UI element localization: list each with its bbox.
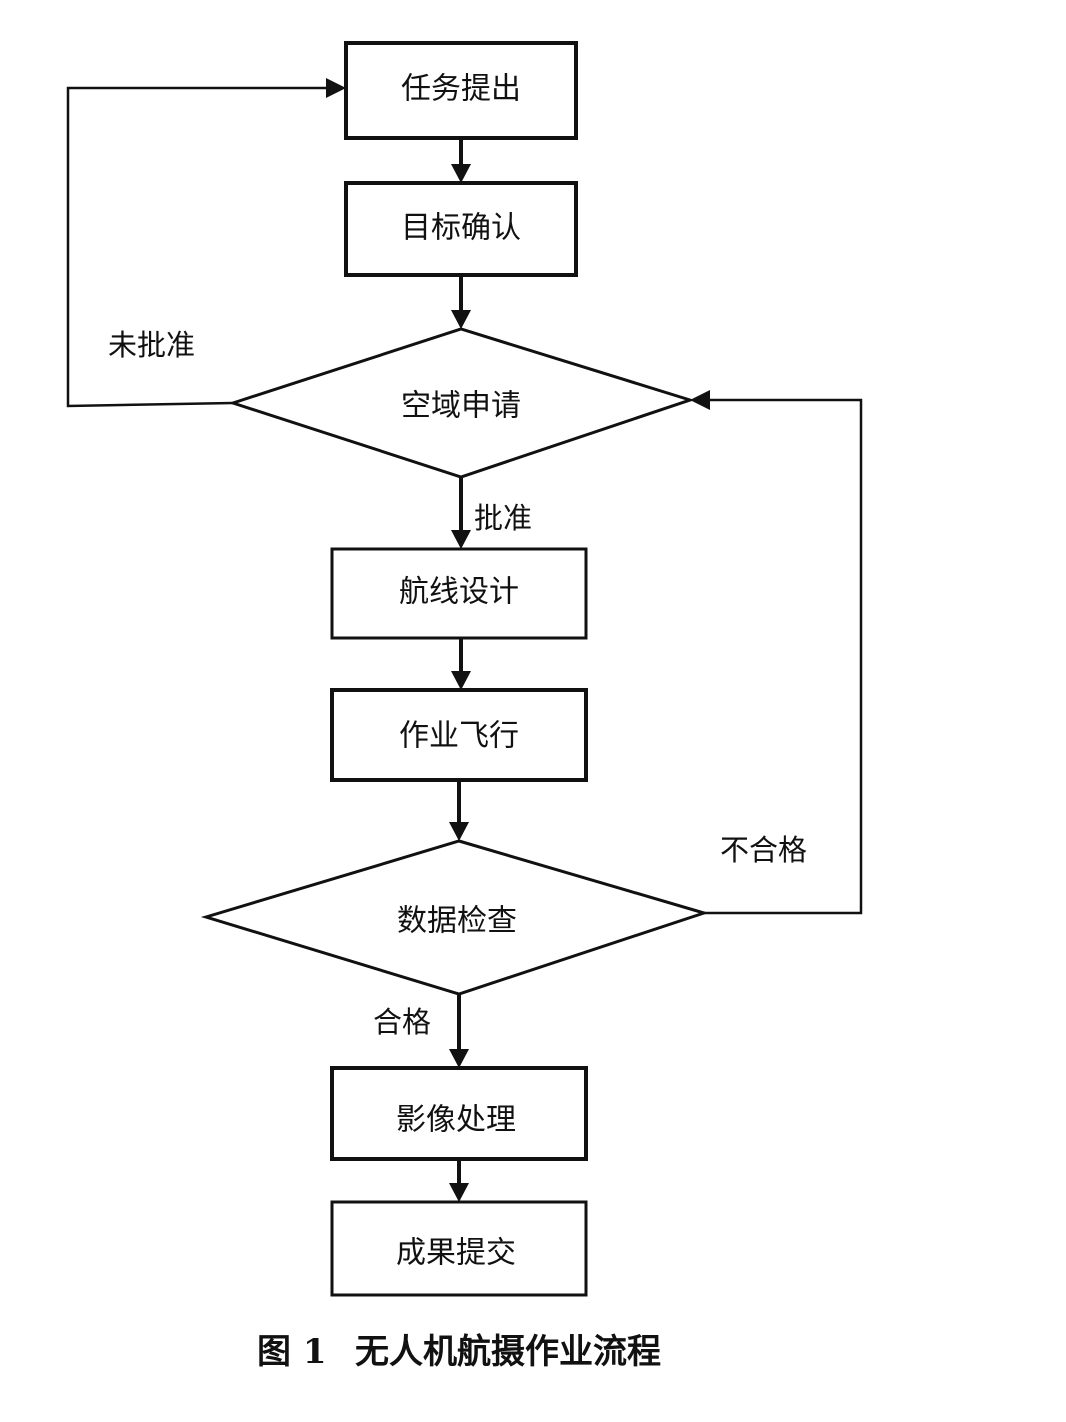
edge-failed-arrowhead [690, 390, 710, 410]
node-flight: 作业飞行 [330, 688, 588, 782]
edge-flight-check-arrowhead [449, 822, 469, 841]
node-target-label: 目标确认 [401, 211, 521, 246]
node-check-label: 数据检查 [397, 904, 517, 939]
node-process: 影像处理 [330, 1066, 588, 1161]
edge-process-deliver [449, 1159, 469, 1202]
edge-failed-loop [690, 390, 863, 915]
node-flight-box [330, 688, 588, 782]
edge-check-process [449, 994, 469, 1068]
node-task-label: 任务提出 [401, 72, 521, 107]
edge-check-process-arrowhead [449, 1049, 469, 1068]
edge-failed-line [704, 398, 863, 915]
edge-route-flight-arrowhead [451, 671, 471, 690]
edge-flight-check [449, 780, 469, 841]
figure-caption-title: 无人机航摄作业流程 [355, 1332, 661, 1372]
node-deliver: 成果提交 [330, 1200, 588, 1297]
edge-target-airspace [451, 275, 471, 329]
edge-airspace-route-arrowhead [451, 530, 471, 549]
node-airspace-label: 空域申请 [401, 389, 521, 424]
edge-label-approved: 批准 [474, 501, 532, 535]
edge-label-not-approved: 未批准 [108, 328, 195, 362]
node-route-label: 航线设计 [399, 575, 519, 610]
edge-label-passed: 合格 [373, 1005, 431, 1039]
edge-task-target [451, 138, 471, 183]
node-route-box [330, 547, 588, 640]
edge-not-approved-line [66, 86, 326, 408]
edge-process-deliver-arrowhead [449, 1183, 469, 1202]
figure-caption: 图 1 无人机航摄作业流程 [257, 1332, 661, 1372]
edge-task-target-arrowhead [451, 164, 471, 183]
node-airspace: 空域申请 [228, 327, 695, 479]
node-flight-label: 作业飞行 [399, 719, 519, 754]
edge-target-airspace-arrowhead [451, 310, 471, 329]
edge-route-flight [451, 638, 471, 690]
node-deliver-box [330, 1200, 588, 1297]
node-check: 数据检查 [200, 839, 710, 996]
node-target-box [344, 181, 578, 277]
node-task: 任务提出 [344, 41, 578, 140]
node-process-label: 影像处理 [396, 1103, 516, 1138]
node-target: 目标确认 [344, 181, 578, 277]
edge-airspace-route [451, 477, 471, 549]
node-process-box [330, 1066, 588, 1161]
edge-not-approved-loop [66, 78, 346, 408]
figure-caption-number: 图 1 [257, 1332, 327, 1372]
node-task-box [344, 41, 578, 140]
edge-not-approved-arrowhead [326, 78, 346, 98]
node-deliver-label: 成果提交 [396, 1236, 516, 1271]
edge-label-failed: 不合格 [720, 833, 807, 867]
node-route: 航线设计 [330, 547, 588, 640]
